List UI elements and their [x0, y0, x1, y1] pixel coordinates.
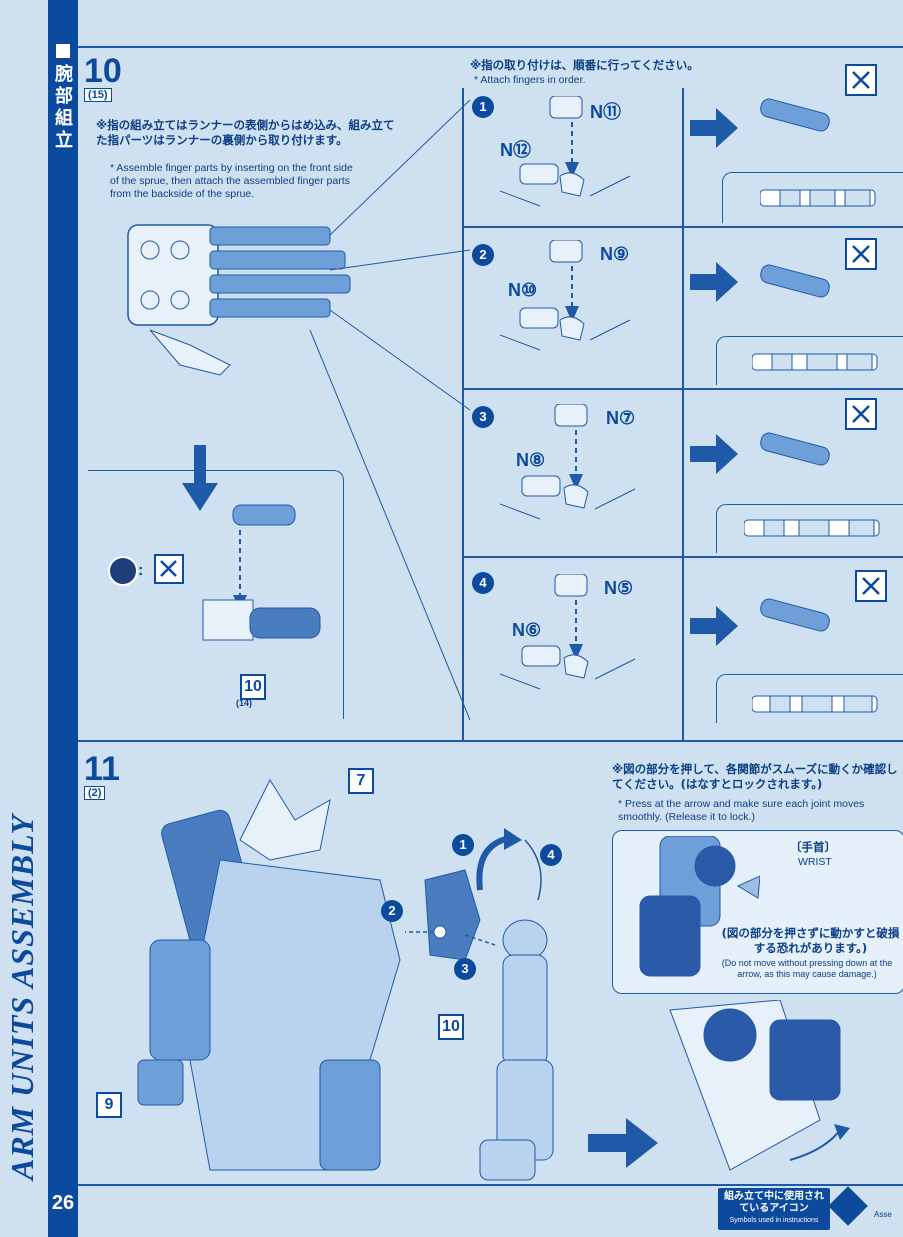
finger-row-divider-2	[462, 388, 903, 390]
finger-step-3-illustration	[500, 404, 636, 520]
finger-step-3-sprue-box	[716, 504, 903, 553]
finger-step-4-right-arrow-icon	[690, 606, 738, 646]
finger-step-1-sprue-box	[722, 172, 903, 223]
footer-icons-jp: 組み立て中に使用されているアイコン	[724, 1191, 824, 1214]
top-divider	[78, 46, 903, 48]
step-11-note-jp: ※図の部分を押して、各関節がスムーズに動くか確認してください。(はなすとロックさ…	[612, 762, 898, 791]
arm-part-illustration	[405, 869, 554, 1181]
finger-step-1-sprue	[760, 189, 876, 207]
finger-step-1-illustration	[500, 96, 631, 207]
rotation-arrows-icon	[476, 828, 542, 901]
wrist-label-en: WRIST	[798, 856, 832, 868]
finger-step-4-sprue-box	[716, 674, 903, 723]
finger-step-4-result	[760, 598, 830, 632]
part-label-7: 7	[348, 768, 374, 794]
finger-step-4-illustration	[500, 574, 636, 690]
colon-separator: :	[138, 562, 144, 579]
nipper-icon	[154, 554, 184, 584]
robot-body-illustration	[137, 778, 401, 1171]
finger-order-note-jp: ※指の取り付けは、順番に行ってください。	[470, 58, 699, 72]
rotation-step-2: 2	[381, 900, 403, 922]
finger-row-divider-1	[462, 226, 903, 228]
sprue-illustration	[127, 224, 351, 376]
finger-step-3-nipper-icon	[845, 398, 877, 430]
finger-step-2-right-arrow-icon	[690, 262, 738, 302]
step-11-note-en: * Press at the arrow and make sure each …	[618, 798, 865, 823]
wrist-warning-jp: (図の部分を押さずに動かすと破損する恐れがあります。)	[721, 926, 900, 955]
finger-step-4-sprue	[752, 695, 878, 713]
step-11-right-arrow-icon	[588, 1118, 658, 1168]
section-title-en: ARM UNITS ASSEMBLY	[4, 814, 40, 1180]
page-number: 26	[51, 1192, 75, 1214]
footer-icons-box: 組み立て中に使用されているアイコン Symbols used in instru…	[718, 1188, 830, 1230]
down-arrow-icon	[182, 445, 218, 511]
step-11-sub: (2)	[84, 786, 106, 800]
finger-step-1-right-arrow-icon	[690, 108, 738, 148]
finger-step-3-bottom-part: N⑧	[516, 450, 546, 470]
finger-column-left-border	[462, 88, 464, 740]
ref-label-10: 10	[240, 674, 266, 700]
finger-step-2-sprue	[752, 353, 878, 371]
finger-step-2-top-part: N⑨	[600, 244, 630, 264]
sidebar	[48, 0, 78, 1237]
finger-step-1-number: 1	[472, 96, 494, 118]
finger-step-1-bottom-part: N⑫	[500, 140, 531, 160]
callout-lines	[309, 99, 471, 721]
finger-step-1-nipper-icon	[845, 64, 877, 96]
finger-attach-illustration	[202, 504, 321, 641]
finger-step-3-sprue	[744, 519, 880, 537]
rotation-step-3: 3	[454, 958, 476, 980]
part-label-10: 10	[438, 1014, 464, 1040]
wrist-illustration	[639, 836, 760, 977]
part-label-9: 9	[96, 1092, 122, 1118]
paint-icon	[108, 556, 138, 586]
step-10-note-en: * Assemble finger parts by inserting on …	[110, 162, 353, 200]
footer-step-symbol-icon	[828, 1186, 868, 1226]
finger-step-4-bottom-part: N⑥	[512, 620, 542, 640]
step-10-number: 10	[84, 52, 122, 90]
finger-step-3-number: 3	[472, 406, 494, 428]
finger-column-mid-border	[682, 88, 684, 740]
middle-divider	[78, 740, 903, 742]
wrist-detail-illustration	[669, 1000, 850, 1171]
finger-step-3-result	[760, 432, 830, 466]
step-10-note-jp: ※指の組み立てはランナーの表側からはめ込み、組み立てた指パーツはランナーの裏側か…	[96, 118, 395, 147]
substep-frame	[88, 470, 344, 719]
step-10-sub: (15)	[84, 88, 112, 102]
finger-step-1-top-part: N⑪	[590, 102, 621, 122]
finger-step-4-number: 4	[472, 572, 494, 594]
wrist-label-jp: 〔手首〕	[790, 840, 836, 854]
finger-step-4-nipper-icon	[855, 570, 887, 602]
ref-label-10-sub: (14)	[236, 698, 253, 708]
finger-step-2-number: 2	[472, 244, 494, 266]
finger-step-2-sprue-box	[716, 336, 903, 385]
finger-step-1-result	[760, 98, 830, 132]
section-marker-icon	[56, 44, 70, 58]
footer-icons-en: Symbols used in instructions	[729, 1217, 819, 1224]
finger-step-3-right-arrow-icon	[690, 434, 738, 474]
section-title-jp: 腕部組立	[55, 64, 73, 151]
footer-assembly-label: Asse	[874, 1210, 892, 1219]
bottom-divider	[78, 1184, 903, 1186]
wrist-warning-en: (Do not move without pressing down at th…	[721, 958, 893, 979]
finger-step-2-illustration	[500, 240, 631, 351]
finger-step-3-top-part: N⑦	[606, 408, 636, 428]
finger-step-2-nipper-icon	[845, 238, 877, 270]
rotation-step-1: 1	[452, 834, 474, 856]
step-11-number: 11	[84, 750, 120, 788]
finger-order-note-en: * Attach fingers in order.	[474, 74, 586, 86]
rotation-step-4: 4	[540, 844, 562, 866]
finger-step-4-top-part: N⑤	[604, 578, 634, 598]
finger-step-2-result	[760, 264, 830, 298]
finger-step-2-bottom-part: N⑩	[508, 280, 538, 300]
finger-row-divider-3	[462, 556, 903, 558]
